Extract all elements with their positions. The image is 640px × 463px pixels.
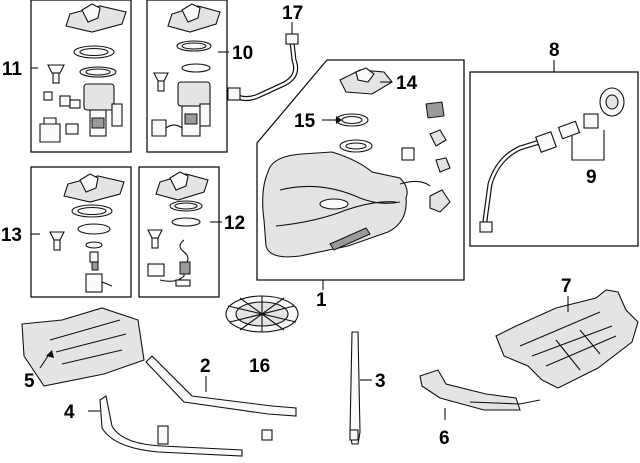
pump-kit-box-12: 12	[138, 166, 245, 298]
gasket-15: 15	[294, 111, 369, 132]
callout-16: 16	[249, 356, 270, 377]
callout-1: 1	[316, 290, 327, 311]
filler-clamps-9: 9	[557, 87, 625, 188]
splash-shield-5: 5	[21, 307, 145, 392]
callout-12: 12	[224, 213, 245, 234]
pump-kit-13-frame	[30, 166, 132, 298]
callout-6: 6	[439, 428, 450, 449]
support-bar-3: 3	[349, 331, 386, 445]
pump-kit-box-10: 10	[146, 0, 253, 153]
callout-14: 14	[396, 73, 418, 94]
callout-2: 2	[200, 356, 211, 377]
pump-kit-box-13: 13	[1, 166, 132, 298]
pump-kit-11-frame	[30, 0, 132, 153]
lock-ring-14: 14	[339, 67, 418, 95]
tank-strap-4: 4	[64, 395, 273, 457]
callout-4: 4	[64, 402, 75, 423]
callout-7: 7	[561, 276, 572, 297]
callout-8: 8	[549, 40, 560, 61]
callout-5: 5	[24, 371, 35, 392]
under-cover-7: 7	[495, 276, 639, 389]
pump-kit-box-11: 11	[2, 0, 132, 153]
bracket-6: 6	[419, 369, 541, 449]
callout-15: 15	[294, 111, 316, 132]
fuel-tank-box-1: 14 15 1	[256, 59, 465, 311]
fuel-tank-frame	[256, 59, 465, 281]
pump-kit-10-parts	[151, 3, 221, 137]
pump-kit-12-parts	[147, 171, 209, 287]
filler-box-8: 9 8	[469, 40, 639, 247]
callout-9: 9	[586, 167, 597, 188]
pump-kit-11-parts	[39, 3, 127, 143]
callout-17: 17	[282, 3, 303, 24]
fuel-line-17: 17	[227, 3, 303, 102]
callout-3: 3	[375, 371, 386, 392]
pump-kit-10-frame	[146, 0, 228, 153]
callout-10: 10	[232, 43, 253, 64]
callout-11: 11	[2, 59, 23, 80]
pump-kit-13-parts	[49, 173, 125, 293]
tank-strap-2: 2	[145, 355, 297, 417]
callout-13: 13	[1, 225, 22, 246]
pump-kit-12-frame	[138, 166, 220, 298]
insulator-16: 16	[225, 295, 299, 377]
